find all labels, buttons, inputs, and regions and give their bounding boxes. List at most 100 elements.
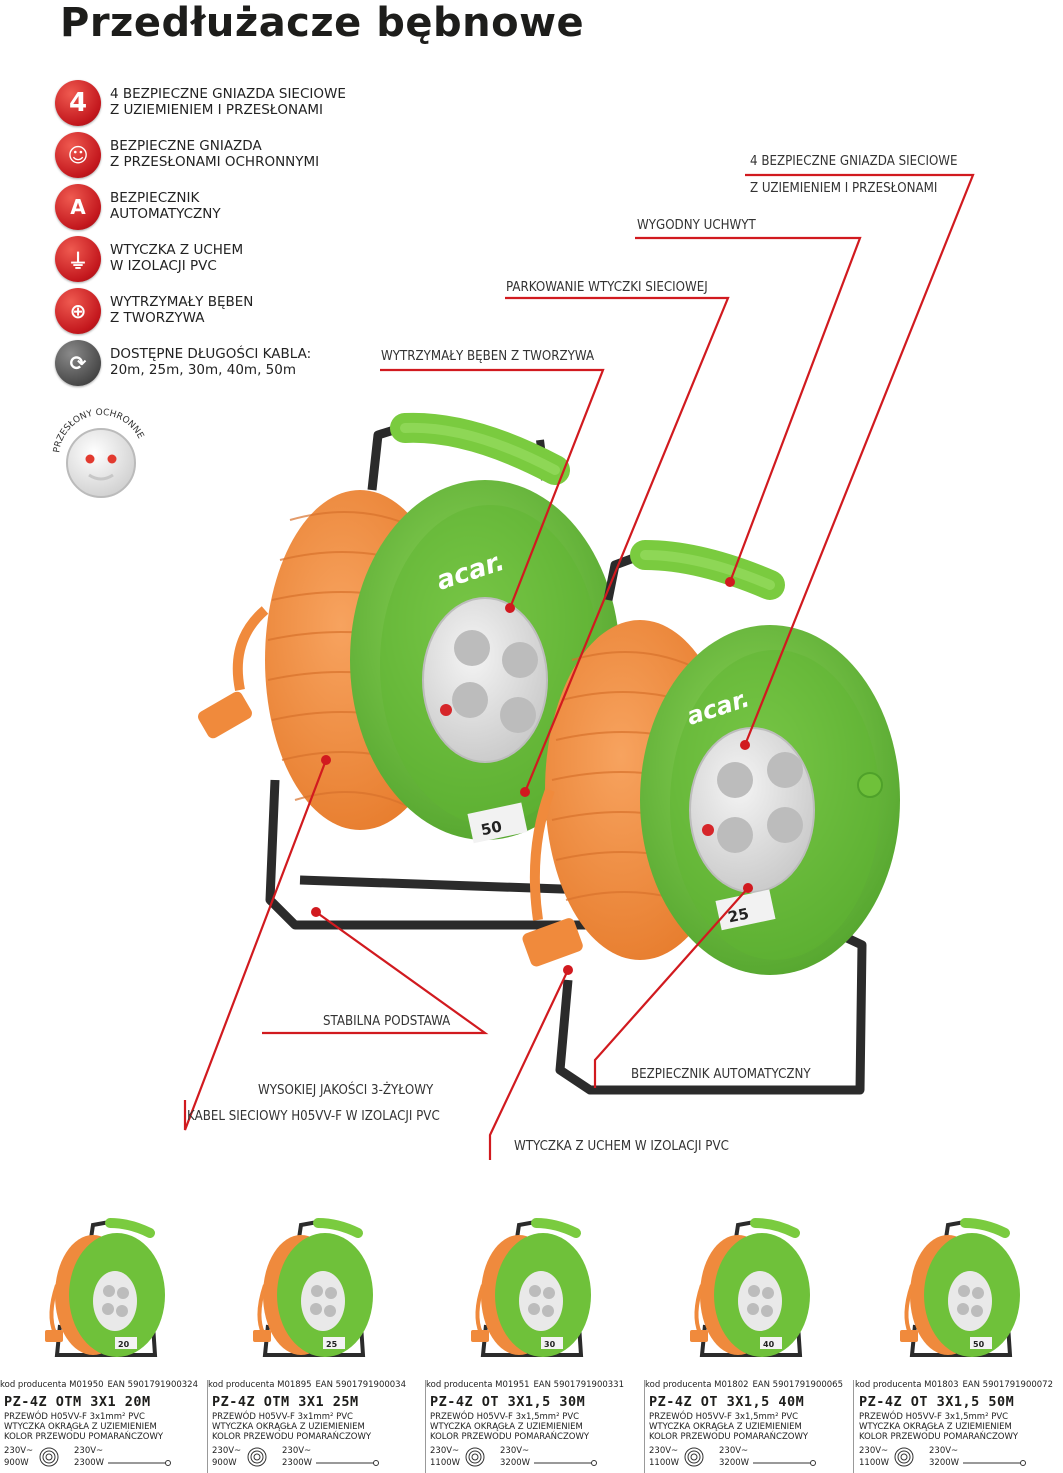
straight-cable-icon [753, 1460, 816, 1466]
product-power-unwound: 3200W [719, 1458, 750, 1468]
product-power-wound: 1100W [430, 1458, 461, 1468]
feature-text: DOSTĘPNE DŁUGOŚCI KABLA:20m, 25m, 30m, 4… [110, 346, 311, 378]
feature-line2: 20m, 25m, 30m, 40m, 50m [110, 362, 296, 378]
cable-length-icon: ⟳ [55, 340, 101, 386]
straight-cable-icon [534, 1460, 597, 1466]
product-plug-spec: WTYCZKA OKRĄGŁA Z UZIEMIENIEM [212, 1422, 365, 1432]
product-voltage-wound: 230V~ [859, 1446, 889, 1456]
product-power-unwound: 2300W [282, 1458, 313, 1468]
coiled-cable-icon [39, 1447, 59, 1467]
product-divider [207, 1380, 208, 1473]
product-name: PZ-4Z OT 3X1,5 50M [859, 1394, 1015, 1410]
feature-line2: AUTOMATYCZNY [110, 206, 221, 222]
product-voltage-unwound: 230V~ [282, 1446, 312, 1456]
product-voltage-unwound: 230V~ [74, 1446, 104, 1456]
product-color-spec: KOLOR PRZEWODU POMARAŃCZOWY [212, 1432, 372, 1442]
product-plug-spec: WTYCZKA OKRĄGŁA Z UZIEMIENIEM [859, 1422, 1012, 1432]
product-code: kod producenta M01802 [645, 1380, 749, 1390]
callout-fuse: BEZPIECZNIK AUTOMATYCZNY [631, 1066, 811, 1082]
product-color-spec: KOLOR PRZEWODU POMARAŃCZOWY [430, 1432, 590, 1442]
feature-line1: 4 BEZPIECZNE GNIAZDA SIECIOWE [110, 86, 346, 102]
feature-symbol: 4 [68, 88, 88, 118]
product-code: kod producenta M01950 [0, 1380, 104, 1390]
callout-parking: PARKOWANIE WTYCZKI SIECIOWEJ [506, 279, 708, 295]
shutter-badge-graphic: PRZESŁONY OCHRONNE [52, 408, 145, 498]
product-reel-length: 30 [544, 1340, 556, 1349]
callout-cable-line1: WYSOKIEJ JAKOŚCI 3-ŻYŁOWY [258, 1082, 434, 1098]
product-voltage-unwound: 230V~ [719, 1446, 749, 1456]
straight-cable-icon [316, 1460, 379, 1466]
product-divider [853, 1380, 854, 1473]
small-reel: acar. 25 [522, 540, 900, 1095]
feature-symbol: ⟳ [69, 351, 87, 375]
product-name: PZ-4Z OT 3X1,5 30M [430, 1394, 586, 1410]
plug-icon: ⏚ [55, 236, 101, 282]
page-title: Przedłużacze bębnowe [60, 0, 585, 46]
coiled-cable-icon [247, 1447, 267, 1467]
product-power-unwound: 2300W [74, 1458, 105, 1468]
product-power-unwound: 3200W [500, 1458, 531, 1468]
product-ean: EAN 5901791900065 [752, 1380, 843, 1390]
product-color-spec: KOLOR PRZEWODU POMARAŃCZOWY [859, 1432, 1019, 1442]
feature-symbol: A [70, 195, 86, 219]
number-4-icon: 4 [55, 80, 101, 126]
product-name: PZ-4Z OTM 3X1 20M [4, 1394, 151, 1410]
feature-item: ⟳ DOSTĘPNE DŁUGOŚCI KABLA:20m, 25m, 30m, … [55, 340, 375, 388]
product-cable-spec: PRZEWÓD H05VV-F 3x1,5mm² PVC [859, 1412, 1009, 1422]
product-ean: EAN 5901791900034 [315, 1380, 406, 1390]
product-cable-spec: PRZEWÓD H05VV-F 3x1mm² PVC [212, 1412, 353, 1422]
smiley-icon: ☺ [55, 132, 101, 178]
product-voltage-unwound: 230V~ [929, 1446, 959, 1456]
product-code: kod producenta M01895 [208, 1380, 312, 1390]
callout-sockets-line2: Z UZIEMIENIEM I PRZESŁONAMI [750, 180, 938, 196]
callout-drum: WYTRZYMAŁY BĘBEN Z TWORZYWA [381, 348, 595, 364]
feature-line2: Z PRZESŁONAMI OCHRONNYMI [110, 154, 320, 170]
shutter-badge: PRZESŁONY OCHRONNE [45, 405, 155, 505]
product-divider [644, 1380, 645, 1473]
feature-symbol: ⊕ [69, 299, 87, 323]
product-reel-image: 20 [45, 1218, 165, 1357]
product-cable-spec: PRZEWÓD H05VV-F 3x1,5mm² PVC [430, 1412, 580, 1422]
callout-lines [183, 173, 975, 1160]
straight-cable-icon [963, 1460, 1026, 1466]
product-plug-spec: WTYCZKA OKRĄGŁA Z UZIEMIENIEM [649, 1422, 802, 1432]
feature-line1: WYTRZYMAŁY BĘBEN [110, 294, 254, 310]
callout-sockets-line1: 4 BEZPIECZNE GNIAZDA SIECIOWE [750, 153, 958, 169]
callout-base: STABILNA PODSTAWA [323, 1013, 451, 1029]
product-reel-image: 25 [253, 1218, 373, 1357]
feature-line1: WTYCZKA Z UCHEM [110, 242, 244, 258]
fuse-a-icon: A [55, 184, 101, 230]
product-power-wound: 900W [4, 1458, 29, 1468]
product-voltage-wound: 230V~ [430, 1446, 460, 1456]
small-reel-length: 25 [726, 905, 750, 927]
product-cable-spec: PRZEWÓD H05VV-F 3x1,5mm² PVC [649, 1412, 799, 1422]
feature-line2: Z TWORZYWA [110, 310, 205, 326]
product-plug-spec: WTYCZKA OKRĄGŁA Z UZIEMIENIEM [430, 1422, 583, 1432]
coiled-cable-icon [465, 1447, 485, 1467]
callout-cable-line2: KABEL SIECIOWY H05VV-F W IZOLACJI PVC [187, 1108, 440, 1124]
product-plug-spec: WTYCZKA OKRĄGŁA Z UZIEMIENIEM [4, 1422, 157, 1432]
product-voltage-wound: 230V~ [4, 1446, 34, 1456]
product-reel-length: 50 [973, 1340, 985, 1349]
coiled-cable-icon [684, 1447, 704, 1467]
product-reel-image: 40 [690, 1218, 810, 1357]
feature-symbol: ☺ [67, 143, 89, 167]
product-ean: EAN 5901791900072 [962, 1380, 1053, 1390]
feature-line2: Z UZIEMIENIEM I PRZESŁONAMI [110, 102, 323, 118]
product-power-unwound: 3200W [929, 1458, 960, 1468]
straight-cable-icon [108, 1460, 171, 1466]
